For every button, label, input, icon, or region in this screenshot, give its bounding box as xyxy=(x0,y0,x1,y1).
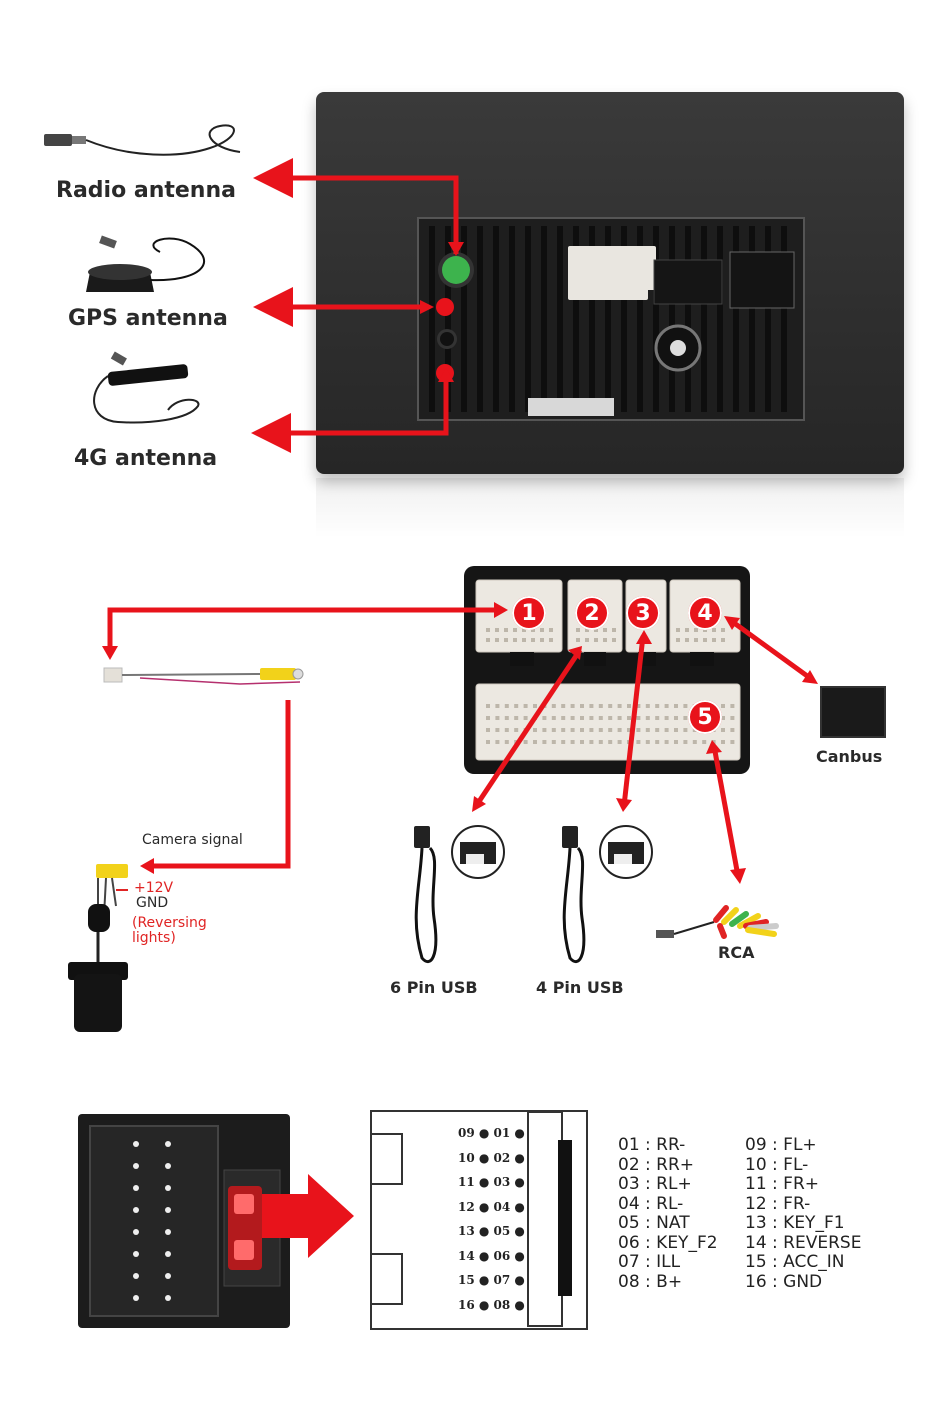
pin-entry: 12 : FR- xyxy=(745,1193,811,1214)
gps-antenna-label: GPS antenna xyxy=(68,306,228,331)
head-unit-shadow xyxy=(316,478,904,538)
pin-entry: 09 : FL+ xyxy=(745,1135,817,1155)
pin-number-left: 11 xyxy=(458,1175,475,1189)
connector-badge-1: 1 xyxy=(512,596,546,630)
camera-signal-label: Camera signal xyxy=(142,832,243,848)
usb4-cable-image xyxy=(562,825,653,964)
gps-antenna-image xyxy=(86,235,205,292)
pin-number-right: 06 xyxy=(493,1248,511,1263)
connector-arrows xyxy=(102,602,818,884)
usb4-label: 4 Pin USB xyxy=(536,978,624,997)
pin-number-right: 07 xyxy=(493,1273,511,1287)
pin-number-left: 16 xyxy=(458,1297,475,1312)
pinout-row: 10 ● 02 ● xyxy=(458,1150,525,1165)
pinout-row: 09 ● 01 ● xyxy=(458,1126,525,1140)
usb6-cable-image xyxy=(414,825,505,964)
gps-antenna-port xyxy=(436,298,454,316)
pinout-diagram-frame xyxy=(372,1111,572,1327)
rca-label: RCA xyxy=(718,943,755,962)
pin-number-left: 14 xyxy=(458,1248,475,1263)
antenna-arrows xyxy=(251,158,464,453)
connector-badge-2: 2 xyxy=(575,596,609,630)
radio-antenna-label: Radio antenna xyxy=(56,178,236,203)
radio-antenna-port xyxy=(442,256,470,284)
pin-number-left: 13 xyxy=(458,1224,475,1238)
pin-number-right: 08 xyxy=(493,1297,511,1312)
pin-number-left: 12 xyxy=(458,1199,475,1214)
pinout-row: 11 ● 03 ● xyxy=(458,1175,525,1189)
4g-antenna-image xyxy=(93,351,200,424)
usb6-label: 6 Pin USB xyxy=(390,978,478,997)
canbus-box xyxy=(820,686,886,738)
pin-number-right: 05 xyxy=(493,1224,511,1238)
pin-number-left: 10 xyxy=(458,1150,475,1165)
4g-antenna-label: 4G antenna xyxy=(74,446,218,471)
pin-entry: 08 : B+ xyxy=(618,1271,683,1292)
connector-badge-5: 5 xyxy=(688,700,722,734)
connector-badge-4: 4 xyxy=(688,596,722,630)
pin-entry: 11 : FR+ xyxy=(745,1174,820,1194)
pin-number-left: 15 xyxy=(458,1273,475,1287)
pinout-diagram xyxy=(370,1110,588,1330)
pin-entry: 01 : RR- xyxy=(618,1135,686,1155)
pin-entry: 14 : REVERSE xyxy=(745,1232,862,1253)
reverse-camera-image xyxy=(68,864,128,1032)
pinout-list-right: 09 : FL+ 10 : FL- 11 : FR+ 12 : FR- 13 :… xyxy=(745,1135,862,1292)
pinout-row: 15 ● 07 ● xyxy=(458,1273,525,1287)
pinout-row: 14 ● 06 ● xyxy=(458,1248,525,1263)
pin-entry: 15 : ACC_IN xyxy=(745,1252,845,1272)
pin-number-right: 04 xyxy=(493,1199,511,1214)
rca-harness-image xyxy=(656,905,779,939)
pin-entry: 07 : ILL xyxy=(618,1252,681,1272)
radio-antenna-image xyxy=(44,124,241,156)
power-12v-label: +12V xyxy=(134,880,174,896)
pin-entry: 02 : RR+ xyxy=(618,1154,695,1175)
pin-entry: 05 : NAT xyxy=(618,1213,690,1233)
iso-connector-pins xyxy=(89,1125,281,1317)
pin-number-right: 02 xyxy=(493,1150,511,1165)
pin-entry: 16 : GND xyxy=(745,1271,823,1292)
camera-cable-image xyxy=(103,667,304,685)
pin-number-right: 01 xyxy=(493,1126,511,1140)
pin-entry: 04 : RL- xyxy=(618,1193,684,1214)
wifi-port xyxy=(440,332,454,346)
pinout-row: 12 ● 04 ● xyxy=(458,1199,525,1214)
pin-entry: 06 : KEY_F2 xyxy=(618,1232,718,1253)
canbus-label: Canbus xyxy=(816,747,883,766)
pin-number-left: 09 xyxy=(458,1126,475,1140)
pinout-row: 16 ● 08 ● xyxy=(458,1297,525,1312)
pinout-row: 13 ● 05 ● xyxy=(458,1224,525,1238)
pin-number-right: 03 xyxy=(493,1175,511,1189)
reversing-lights-label: (Reversing lights) xyxy=(132,915,207,946)
pinout-list-left: 01 : RR- 02 : RR+ 03 : RL+ 04 : RL- 05 :… xyxy=(618,1135,718,1292)
pinout-arrow xyxy=(262,1174,354,1258)
pin-entry: 10 : FL- xyxy=(745,1154,809,1175)
pin-entry: 03 : RL+ xyxy=(618,1174,692,1194)
pin-entry: 13 : KEY_F1 xyxy=(745,1213,845,1233)
gnd-label: GND xyxy=(136,895,169,911)
heatsink-board xyxy=(417,217,805,421)
connector-badge-3: 3 xyxy=(626,596,660,630)
